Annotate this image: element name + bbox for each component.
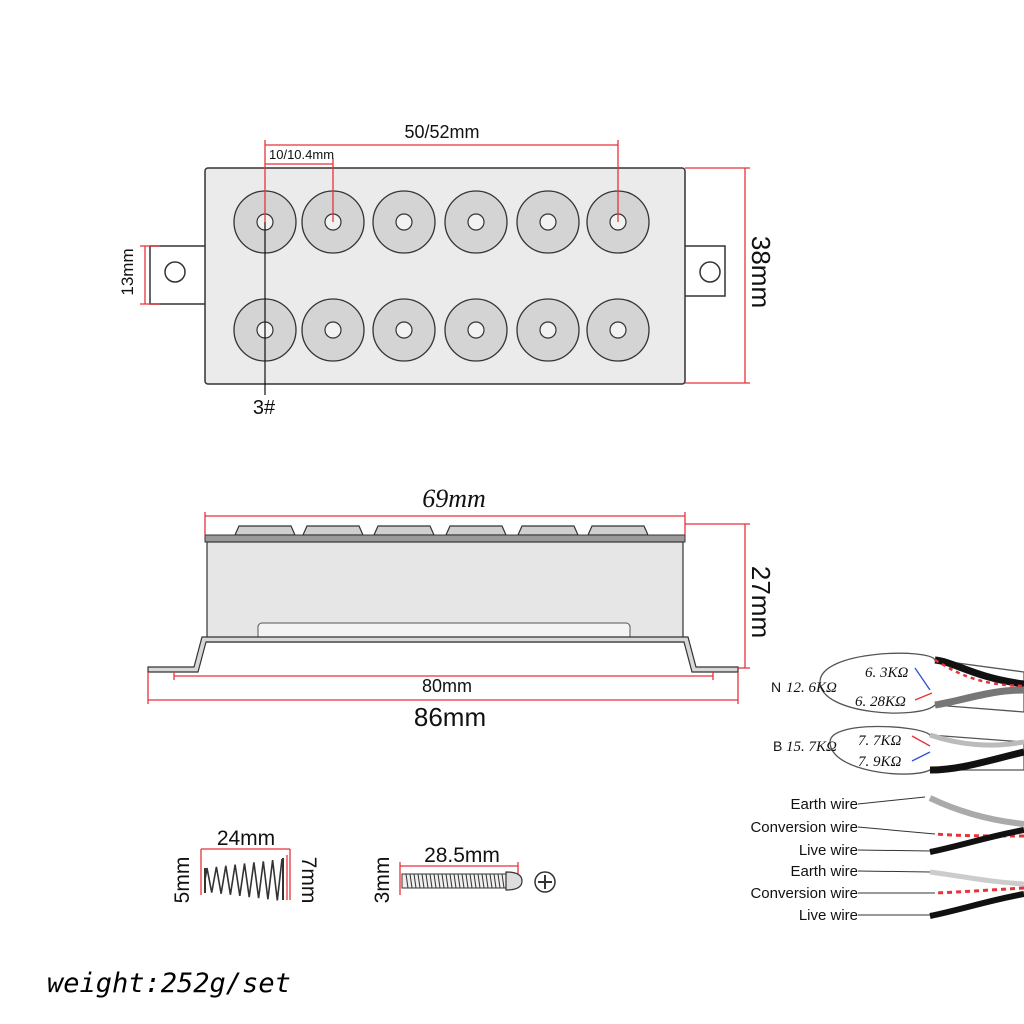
top-width-label: 50/52mm — [404, 122, 479, 142]
bridge-label: B — [773, 738, 782, 754]
screw-part: 28.5mm 3mm — [371, 844, 556, 904]
wire-label-conversion-neck: Conversion wire — [750, 819, 858, 836]
pole-top — [445, 525, 507, 536]
cover-plate — [204, 534, 686, 543]
side-top-length-label: 69mm — [422, 484, 486, 513]
pole-pitch-label: 10/10.4mm — [269, 147, 334, 162]
wire-label-earth-neck: Earth wire — [790, 796, 858, 813]
pole-top — [234, 525, 296, 536]
pole-top — [517, 525, 579, 536]
top-view: 50/52mm 10/10.4mm 38mm 13mm 3# — [118, 122, 776, 419]
left-mount-hole — [164, 261, 186, 283]
wire-label-conversion-bridge: Conversion wire — [750, 885, 858, 902]
pole-piece — [444, 190, 508, 254]
top-dimension-lines — [140, 140, 750, 384]
pole-top — [302, 525, 364, 536]
pole-top — [373, 525, 435, 536]
wire-legend: Earth wire Conversion wire Live wire Ear… — [750, 795, 1024, 924]
pole-piece — [301, 298, 365, 362]
wiring-resistance: N 12. 6KΩ 6. 3KΩ 6. 28KΩ B 15. 7KΩ 7. 7K… — [771, 652, 1024, 775]
bridge-total-resistance: 15. 7KΩ — [786, 739, 837, 755]
spring-length-label: 24mm — [217, 827, 275, 850]
neck-coil-a: 6. 3KΩ — [865, 665, 909, 681]
pole-tops-side — [234, 525, 649, 536]
wire-label-live-neck: Live wire — [799, 842, 858, 859]
spring-part: 24mm 5mm 7mm — [171, 827, 320, 903]
screw-head — [505, 871, 523, 891]
pole-piece — [516, 298, 580, 362]
pole-pieces — [233, 190, 650, 362]
pole-piece — [516, 190, 580, 254]
neck-label: N — [771, 679, 781, 695]
pole-piece — [372, 298, 436, 362]
screw-length-label: 28.5mm — [424, 844, 500, 867]
side-height-label: 27mm — [746, 566, 776, 638]
pole-piece — [586, 298, 650, 362]
inner-length-label: 80mm — [422, 676, 472, 696]
pole-piece — [372, 190, 436, 254]
side-dimension-lines — [147, 512, 750, 704]
tab-width-label: 13mm — [118, 248, 137, 295]
neck-coil-b: 6. 28KΩ — [855, 694, 906, 710]
right-mount-hole — [699, 261, 721, 283]
wire-label-live-bridge: Live wire — [799, 907, 858, 924]
neck-total-resistance: 12. 6KΩ — [786, 680, 837, 696]
side-view: 69mm 27mm 80mm 86mm — [147, 484, 776, 732]
screw-diameter-label: 3mm — [371, 857, 394, 904]
wire-label-earth-bridge: Earth wire — [790, 863, 858, 880]
bridge-coil-b: 7. 9KΩ — [858, 754, 902, 770]
spring-small-diameter-label: 5mm — [171, 857, 194, 904]
spring — [204, 858, 283, 901]
overall-length-label: 86mm — [414, 702, 486, 732]
pole-size-label: 3# — [253, 397, 276, 419]
weight-label: weight:252g/set — [47, 968, 291, 999]
base-plate — [147, 636, 739, 673]
bridge-coil-a: 7. 7KΩ — [858, 733, 902, 749]
top-height-label: 38mm — [746, 236, 776, 308]
spring-large-diameter-label: 7mm — [297, 857, 320, 904]
pole-piece — [444, 298, 508, 362]
pole-top — [587, 525, 649, 536]
